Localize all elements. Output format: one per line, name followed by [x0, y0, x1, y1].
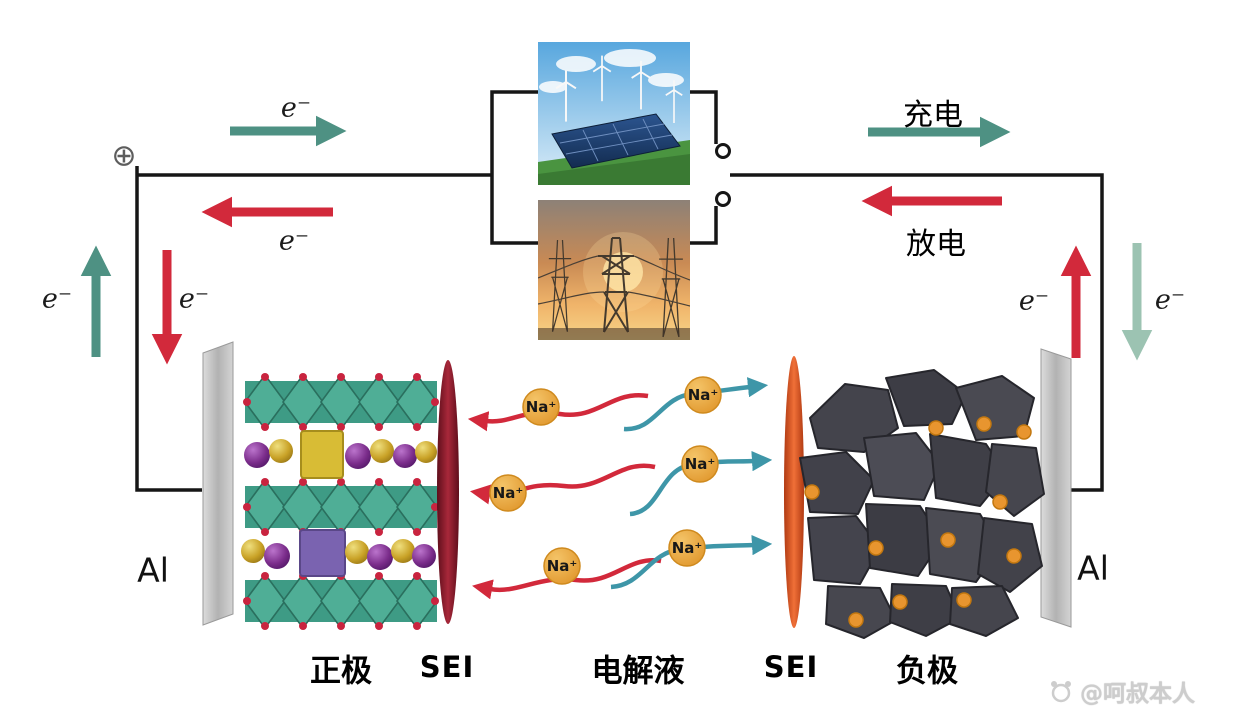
charge-label: 充电	[903, 98, 963, 133]
aluminum-label-left: Al	[137, 550, 169, 590]
sei-label-right: SEI	[763, 650, 819, 684]
power-grid-image	[538, 200, 690, 340]
aluminum-label-right: Al	[1077, 548, 1109, 588]
sodium-ion-label: Na⁺	[671, 539, 703, 557]
electron-label-right-inner: e⁻	[1018, 285, 1050, 317]
watermark-text: @呵叔本人	[1080, 681, 1195, 707]
renewable-energy-image	[538, 42, 690, 185]
sodium-ion-label: Na⁺	[492, 484, 524, 502]
purple-intercalant-block	[299, 529, 346, 577]
watermark-icon	[1051, 681, 1071, 703]
anode-structure	[799, 369, 1045, 639]
cathode-label: 正极	[310, 653, 372, 690]
aluminum-foil-right	[1040, 348, 1072, 628]
sodium-ion-circles	[489, 376, 722, 585]
electron-label-left-inner: e⁻	[178, 283, 210, 315]
discharge-label: 放电	[906, 227, 966, 262]
sei-layer-cathode	[437, 360, 459, 624]
sodium-ion-label: Na⁺	[546, 557, 578, 575]
cathode-structure	[241, 372, 440, 631]
electrolyte-label: 电解液	[591, 653, 685, 690]
electron-label-charge-top: e⁻	[280, 92, 312, 124]
anode-label: 负极	[896, 653, 958, 690]
sodium-ion-label: Na⁺	[687, 386, 719, 404]
sei-label-left: SEI	[419, 650, 475, 684]
aluminum-foil-left	[202, 341, 234, 626]
intercalated-ion-spheres	[241, 439, 437, 570]
switch-terminal-icons	[715, 143, 731, 207]
anode-sodium-dots	[804, 416, 1032, 628]
positive-terminal-icon: ⊕	[111, 138, 137, 174]
sei-layer-anode	[784, 356, 804, 628]
electron-label-discharge-top: e⁻	[278, 225, 310, 257]
sodium-ion-label: Na⁺	[525, 398, 557, 416]
yellow-intercalant-block	[300, 430, 344, 479]
electron-label-right-outer: e⁻	[1154, 284, 1186, 316]
watermark: @呵叔本人	[1048, 674, 1195, 708]
electron-label-left-outer: e⁻	[41, 283, 73, 315]
sodium-ion-label: Na⁺	[684, 455, 716, 473]
